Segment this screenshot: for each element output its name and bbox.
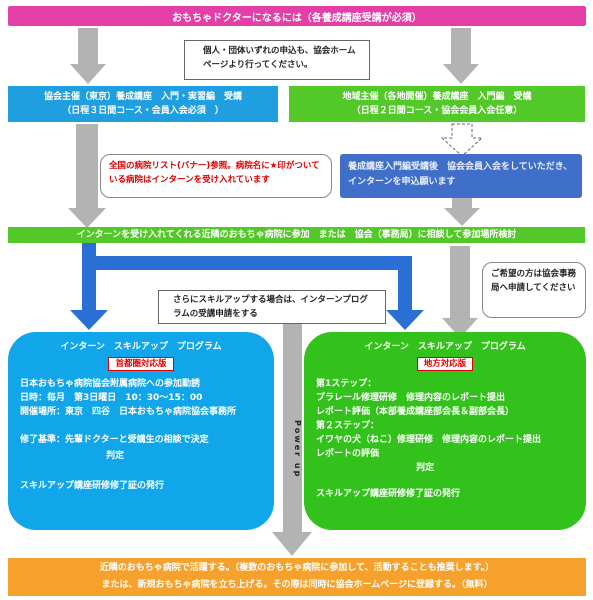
application-note: ご希望の方は協会事務局へ申請してください [482,262,586,318]
left-program-cert: スキルアップ講座研修修了証の発行 [20,481,165,491]
right-program-line-4: 第２ステップ： [316,421,380,431]
left-program-line-3: 開催場所：東京 四谷 日本おもちゃ病院協会事務所 [20,407,237,417]
left-program-box: インターン スキルアップ プログラム 首都圏対応版 日本おもちゃ病院協会附属病院… [8,332,274,530]
right-program-line-5: イワヤの犬（ねこ）修理研修 修理内容のレポート提出 [316,435,542,445]
left-track-box: 協会主催（東京）養成講座 入門・実習編 受講 （日程３日間コース・会員入会必須 … [8,86,278,122]
right-program-line-2: プラレール修理研修 修理内容のレポート提出 [316,393,506,403]
right-program-cert: スキルアップ講座研修修了証の発行 [316,489,461,499]
gray-arrow-right-low [442,246,478,338]
blue-arrow-right-head [386,262,424,330]
right-program-tag: 地方対応版 [416,357,474,371]
right-program-line-6: レポートの評価 [316,449,380,459]
gray-arrow-left-mid [68,124,106,228]
application-note-text: ご希望の方は協会事務局へ申請してください [491,269,577,293]
footer-line2: または、新規おもちゃ病院を立ち上げる。その際は同時に協会ホームページに登録する。… [101,580,493,590]
right-program-line-3: レポート評価（本部養成講座部会長＆副部会長） [316,407,515,417]
blue-arrow-crossbar [82,256,412,270]
left-program-line-4 [20,419,262,433]
membership-note: 養成講座入門編受講後 協会会員入会をしていただき、インターンを申込願います [340,154,582,198]
gray-arrow-right-mid [444,198,480,226]
left-program-title: インターン スキルアップ プログラム [60,342,222,352]
gray-arrow-left-top [70,28,106,84]
skillup-note-text: さらにスキルアップする場合は、インターンプログラムの受講申請をする [173,295,368,319]
gray-arrow-right-top [443,28,479,84]
right-program-box: インターン スキルアップ プログラム 地方対応版 第1ステップ： プラレール修理… [304,332,586,530]
left-track-line1: 協会主催（東京）養成講座 入門・実習編 受講 [43,92,242,102]
hospital-list-note: 全国の病院リスト(バナー)参照。病院名に★印がついている病院はインターンを受け入… [100,154,332,198]
right-track-line2: （日程２日間コース・協会会員入会任意） [351,106,523,116]
intern-bar: インターンを受け入れてくれる近隣のおもちゃ病院に参加 または 協会（事務局）に相… [8,227,585,243]
right-program-line-1: 第1ステップ： [316,379,377,389]
right-track-box: 地域主催（各地開催）養成講座 入門編 受講 （日程２日間コース・協会会員入会任意… [289,86,585,122]
scroll-note-text: 個人・団体いずれの申込も、協会ホームページより行ってください。 [203,46,356,70]
footer-banner: 近隣のおもちゃ病院で活躍する。（複数のおもちゃ病院に参加して、活動することも推奨… [8,558,586,596]
blue-arrow-left-head [70,262,108,330]
left-track-line2: （日程３日間コース・会員入会必須 ） [62,106,224,116]
membership-note-text: 養成講座入門編受講後 協会会員入会をしていただき、インターンを申込願います [348,162,573,187]
footer-line1: 近隣のおもちゃ病院で活躍する。（複数のおもちゃ病院に参加して、活動することも推奨… [99,563,495,573]
header-title: おもちゃドクターになるには（各養成講座受講が必須） [172,12,422,24]
left-program-line-1: 日本おもちゃ病院協会附属病院への参加勤誘 [20,379,201,389]
gray-arrow-power [272,312,312,556]
scroll-note: 個人・団体いずれの申込も、協会ホームページより行ってください。 [184,40,370,80]
left-program-tag: 首都圏対応版 [108,357,174,371]
dashed-arrow-icon [440,123,484,157]
header-banner: おもちゃドクターになるには（各養成講座受講が必須） [8,6,586,26]
power-up-label: Power up [293,420,302,479]
left-judge-label: 判定 [106,451,125,461]
hospital-list-note-text: 全国の病院リスト(バナー)参照。病院名に★印がついている病院はインターンを受け入… [109,161,320,185]
left-program-line-2: 日時：毎月 第3日曜日 10：30～15：00 [20,393,203,403]
right-judge-label: 判定 [416,463,435,473]
right-track-line1: 地域主催（各地開催）養成講座 入門編 受講 [342,92,532,102]
intern-bar-text: インターンを受け入れてくれる近隣のおもちゃ病院に参加 または 協会（事務局）に相… [76,230,517,240]
left-program-line-5: 修了基準：先輩ドクターと受講生の相談で決定 [20,435,209,445]
skillup-note: さらにスキルアップする場合は、インターンプログラムの受講申請をする [158,290,386,324]
right-program-title: インターン スキルアップ プログラム [364,342,526,352]
